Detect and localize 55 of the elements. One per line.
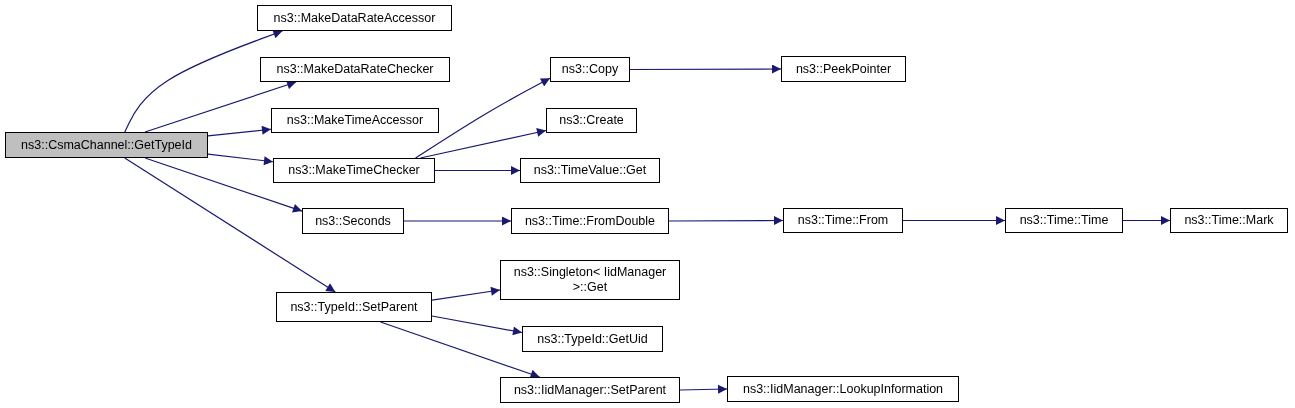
call-arrow [144,80,297,133]
function-box [500,377,680,403]
call-arrow [379,321,541,379]
function-box [511,208,669,234]
call-arrow [668,216,784,226]
function-name: ns3::TypeId::SetParent [290,299,418,315]
function-name: ns3::Time::FromDouble [524,213,656,229]
function-box [546,108,637,133]
function-name: ns3::Singleton< IidManager >::Get [512,265,668,295]
function-name: ns3::Create [559,113,624,128]
function-name: ns3::Seconds [315,213,391,229]
call-arrow [902,216,1006,225]
call-arrow [1122,216,1171,225]
call-arrow [144,157,303,213]
function-box [257,5,452,31]
function-name: ns3::MakeTimeAccessor [286,113,424,128]
function-box [276,292,432,322]
function-box [522,326,663,352]
function-box [727,376,959,402]
function-name: ns3::TypeId::GetUid [537,331,648,347]
call-arrow [629,64,782,74]
call-arrow [414,77,551,159]
function-box [781,56,906,82]
function-box [783,208,903,233]
call-arrow [207,153,274,166]
function-box [500,260,680,300]
function-name: ns3::Copy [561,62,619,77]
function-box [520,158,660,183]
call-arrow [431,286,501,301]
function-name: ns3::MakeTimeChecker [288,163,420,178]
call-arrow [207,125,272,137]
function-name: ns3::MakeDataRateAccessor [273,10,436,26]
function-name: ns3::Time::From [797,213,889,228]
function-name: ns3::Time::Mark [1184,213,1274,228]
function-name: ns3::IidManager::LookupInformation [742,381,944,397]
function-box [550,57,630,82]
selected-function-box [5,132,208,158]
call-arrow [124,157,336,293]
call-arrow [403,216,512,226]
function-box [260,57,450,82]
function-box [1170,208,1288,233]
function-box [273,158,435,183]
function-box [302,208,404,234]
function-name: ns3::PeekPointer [795,61,892,77]
call-arrow [434,166,521,175]
function-box [1005,208,1123,233]
function-name: ns3::Time::Time [1019,213,1109,228]
call-arrow [679,384,728,394]
function-name: ns3::IidManager::SetParent [513,382,667,398]
function-name: ns3::CsmaChannel::GetTypeId [21,137,192,153]
call-arrow [124,29,283,133]
call-arrow [431,315,523,336]
function-box [271,108,439,133]
function-name: ns3::TimeValue::Get [533,163,647,178]
function-name: ns3::MakeDataRateChecker [276,62,434,77]
